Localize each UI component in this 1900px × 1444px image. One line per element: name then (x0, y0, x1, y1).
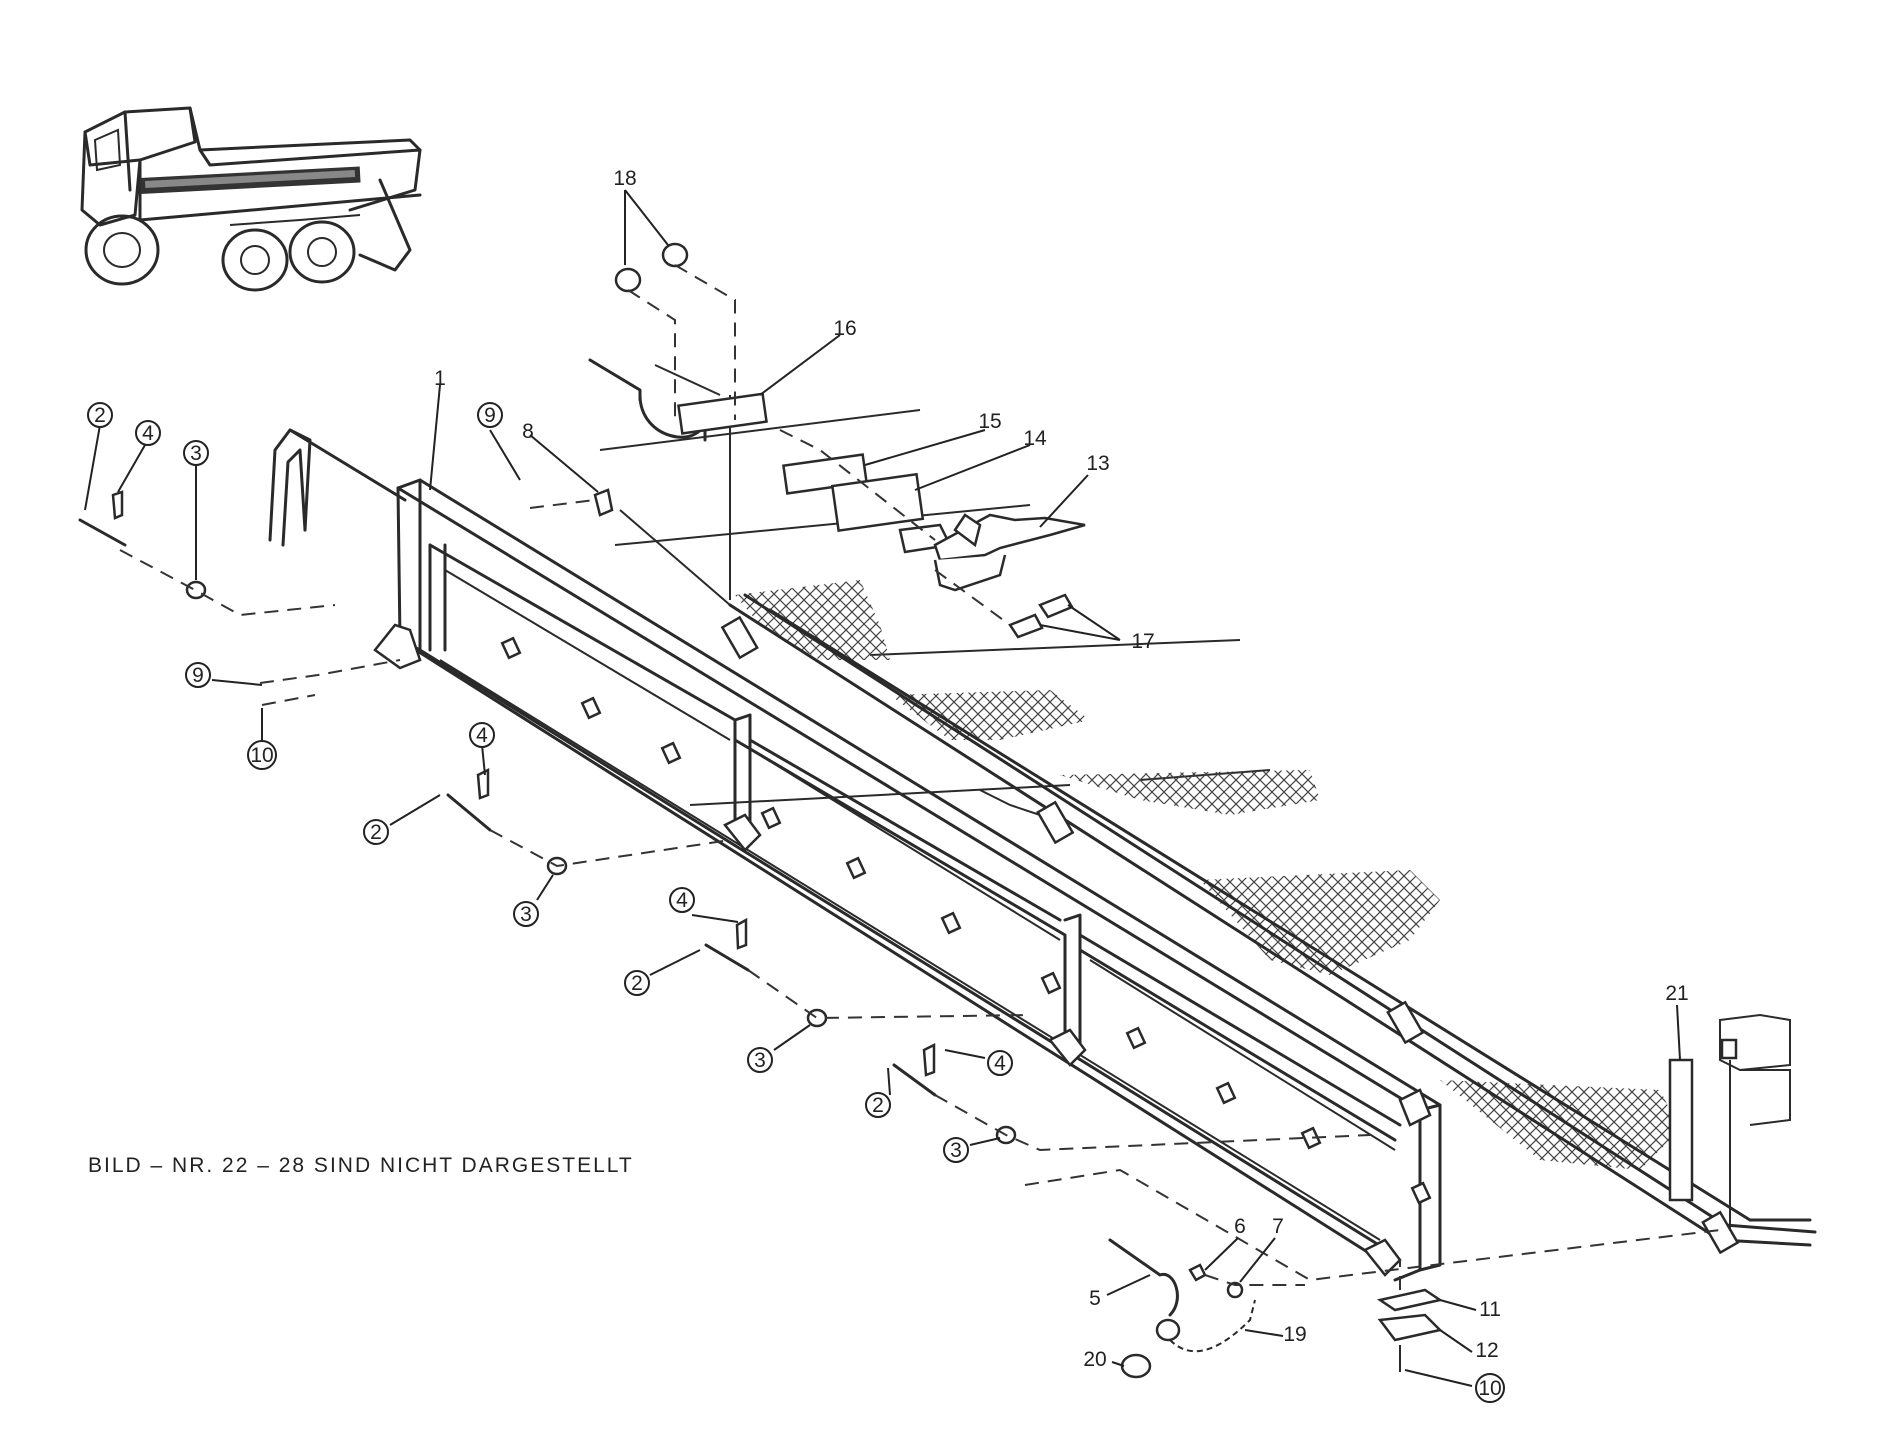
callout-circle (513, 901, 539, 927)
callout-circle (87, 402, 113, 428)
callout-circle (135, 420, 161, 446)
callout-4: 4 (994, 1052, 1006, 1075)
corner-post-21 (1668, 1013, 1791, 1230)
diagram-note: BILD – NR. 22 – 28 SIND NICHT DARGESTELL… (88, 1154, 634, 1177)
callout-17: 17 (1131, 630, 1154, 653)
callout-11: 11 (1479, 1298, 1501, 1321)
callout-18: 18 (613, 167, 636, 190)
callout-circle (1475, 1373, 1505, 1403)
callout-20: 20 (1083, 1348, 1106, 1371)
callout-1: 1 (434, 367, 446, 390)
callout-2: 2 (94, 404, 106, 427)
callout-21: 21 (1665, 982, 1688, 1005)
callout-19: 19 (1283, 1323, 1306, 1346)
callout-9: 9 (484, 404, 496, 427)
callout-12: 12 (1475, 1339, 1498, 1362)
callout-8: 8 (522, 420, 534, 443)
callout-3: 3 (190, 442, 202, 465)
callout-circle (247, 740, 277, 770)
mounting-bracket-assembly (529, 242, 1086, 639)
callout-10: 10 (1478, 1377, 1501, 1400)
callout-2: 2 (370, 821, 382, 844)
callout-labels: 1 2 4 3 9 8 18 16 15 14 13 17 9 10 4 2 3… (87, 167, 1689, 1403)
callout-circle (477, 402, 503, 428)
callout-3: 3 (950, 1139, 962, 1162)
callout-2: 2 (872, 1094, 884, 1117)
callout-15: 15 (978, 410, 1001, 433)
callout-circle (363, 819, 389, 845)
callout-4: 4 (142, 422, 154, 445)
callout-circle (987, 1050, 1013, 1076)
step-frame-1 (268, 428, 1442, 1282)
callout-circle (865, 1092, 891, 1118)
truck-platform (599, 409, 1817, 1255)
callout-16: 16 (833, 317, 856, 340)
callout-5: 5 (1089, 1287, 1101, 1310)
callout-circle (185, 662, 211, 688)
callout-2: 2 (631, 972, 643, 995)
callout-9: 9 (192, 664, 204, 687)
callout-7: 7 (1272, 1215, 1284, 1238)
callout-circle (469, 722, 495, 748)
callout-circle (183, 440, 209, 466)
callout-6: 6 (1234, 1215, 1246, 1238)
callout-4: 4 (676, 889, 688, 912)
callout-3: 3 (754, 1049, 766, 1072)
callout-3: 3 (520, 903, 532, 926)
callout-13: 13 (1086, 452, 1109, 475)
fasteners (78, 490, 1721, 1379)
callout-10: 10 (250, 744, 273, 767)
callout-circle (624, 970, 650, 996)
callout-4: 4 (476, 724, 488, 747)
leader-lines (84, 189, 1681, 1387)
callout-14: 14 (1023, 427, 1047, 450)
callout-circle (747, 1047, 773, 1073)
callout-circle (669, 887, 695, 913)
truck-overview-illustration (80, 106, 422, 292)
callout-circle (943, 1137, 969, 1163)
